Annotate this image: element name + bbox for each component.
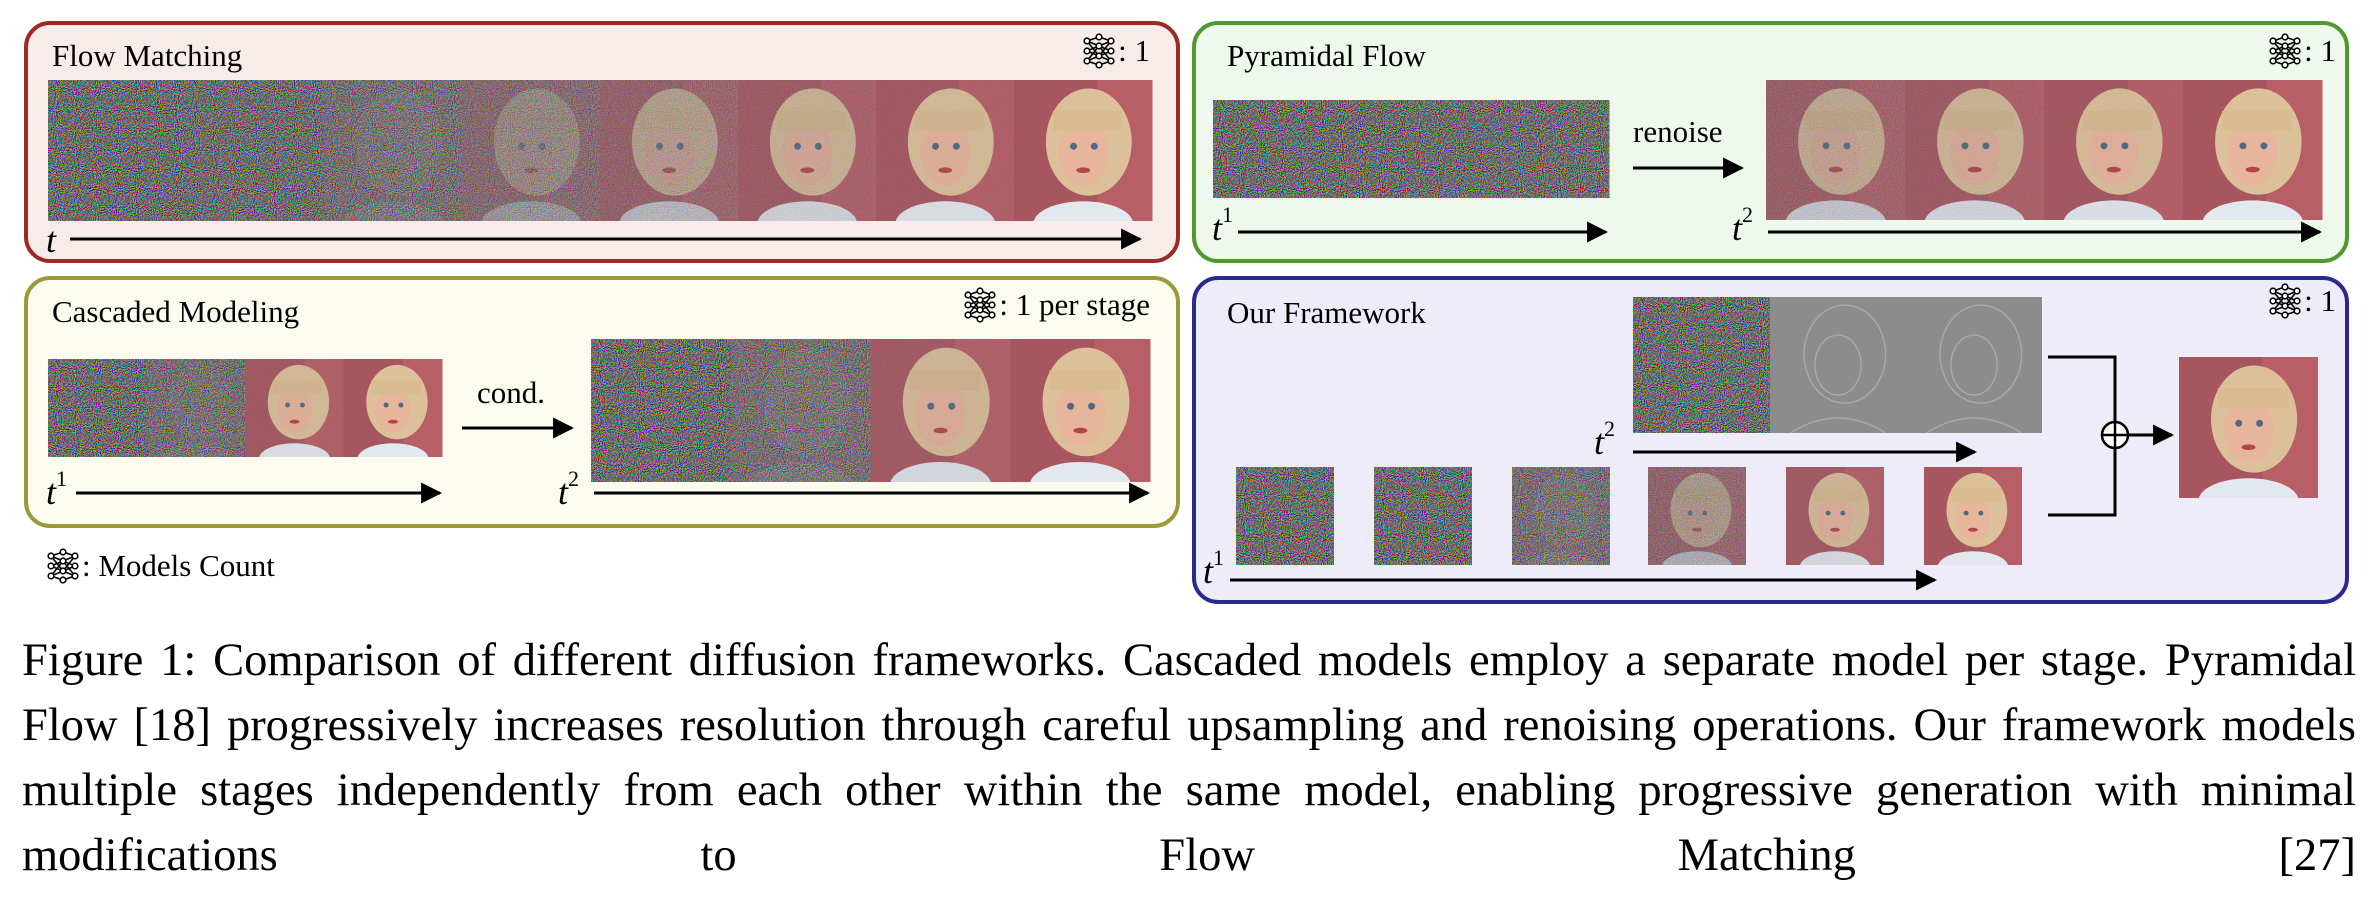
axis-superscript: 2	[1742, 202, 1754, 227]
image-tile	[462, 80, 601, 221]
axis-superscript: 2	[568, 466, 580, 491]
renoise-arrow-label: renoise	[1633, 114, 1723, 149]
models-count-value: : 1	[2304, 33, 2336, 68]
image-tile	[146, 359, 246, 457]
cond-arrow-label: cond.	[477, 375, 546, 410]
image-tile	[1014, 80, 1153, 221]
image-tile	[738, 80, 877, 221]
axis-superscript: 2	[1604, 416, 1616, 441]
detail-image-tile	[1906, 297, 2042, 433]
image-tile	[186, 80, 325, 221]
time-axis-label-stage-1: t1	[1212, 204, 1233, 248]
models-count-value: : 1	[2304, 283, 2336, 318]
image-tile	[48, 359, 147, 457]
models-count-legend: : Models Count	[46, 548, 275, 584]
image-tile	[1213, 100, 1412, 198]
image-tile	[870, 339, 1011, 482]
image-tile	[1648, 467, 1746, 565]
image-tile	[730, 339, 871, 482]
image-tile	[591, 339, 732, 482]
image-tile	[2183, 80, 2323, 220]
panel-title: Pyramidal Flow	[1227, 38, 1426, 73]
image-tile	[1411, 100, 1610, 198]
time-axis-label-stage-2: t2	[1732, 204, 1753, 248]
axis-variable: t	[1212, 208, 1223, 248]
neural-network-icon	[2268, 33, 2302, 69]
image-tile	[876, 80, 1015, 221]
neural-network-icon	[46, 548, 80, 584]
image-tile	[1924, 467, 2022, 565]
image-tile	[1766, 80, 1906, 220]
time-axis-label: t	[46, 222, 56, 258]
image-tile	[48, 80, 187, 221]
figure-caption: Figure 1: Comparison of different diffus…	[22, 635, 2356, 881]
image-tile	[1374, 467, 1472, 565]
models-count: : 1	[1082, 33, 1150, 69]
panel-title: Cascaded Modeling	[52, 294, 300, 329]
models-count: : 1	[2268, 33, 2336, 69]
image-tile	[1905, 80, 2045, 220]
diagram-artwork	[48, 80, 2323, 591]
image-tile	[245, 359, 344, 457]
neural-network-icon	[963, 287, 997, 323]
axis-variable: t	[1203, 551, 1214, 591]
image-tile	[324, 80, 463, 221]
time-axis-label-stage-2: t2	[1594, 418, 1615, 462]
neural-network-icon	[2268, 283, 2302, 319]
axis-variable: t	[558, 472, 569, 512]
models-count: : 1	[2268, 283, 2336, 319]
image-tile	[2044, 80, 2184, 220]
image-tile	[2179, 357, 2318, 498]
time-axis-label-stage-1: t1	[46, 468, 67, 512]
axis-variable: t	[1732, 208, 1743, 248]
models-count-value: : 1	[1118, 33, 1150, 68]
axis-superscript: 1	[56, 466, 68, 491]
axis-superscript: 1	[1222, 202, 1234, 227]
image-tile	[600, 80, 739, 221]
image-tile	[1633, 297, 1770, 433]
image-tile	[1236, 467, 1334, 565]
axis-variable: t	[46, 472, 57, 512]
axis-variable: t	[46, 220, 57, 260]
models-count: : 1 per stage	[963, 287, 1150, 323]
image-tile	[1786, 467, 1884, 565]
axis-variable: t	[1594, 422, 1605, 462]
axis-superscript: 1	[1213, 545, 1225, 570]
time-axis-label-stage-2: t2	[558, 468, 579, 512]
models-count-value: : 1 per stage	[999, 287, 1150, 322]
image-tile	[1512, 467, 1610, 565]
detail-image-tile	[1770, 297, 1906, 433]
image-tile	[1010, 339, 1151, 482]
image-tile	[343, 359, 443, 457]
neural-network-icon	[1082, 33, 1116, 69]
panel-title: Our Framework	[1227, 295, 1426, 330]
time-axis-label-stage-1: t1	[1203, 547, 1224, 591]
legend-text: : Models Count	[82, 548, 275, 583]
panel-title: Flow Matching	[52, 38, 243, 73]
